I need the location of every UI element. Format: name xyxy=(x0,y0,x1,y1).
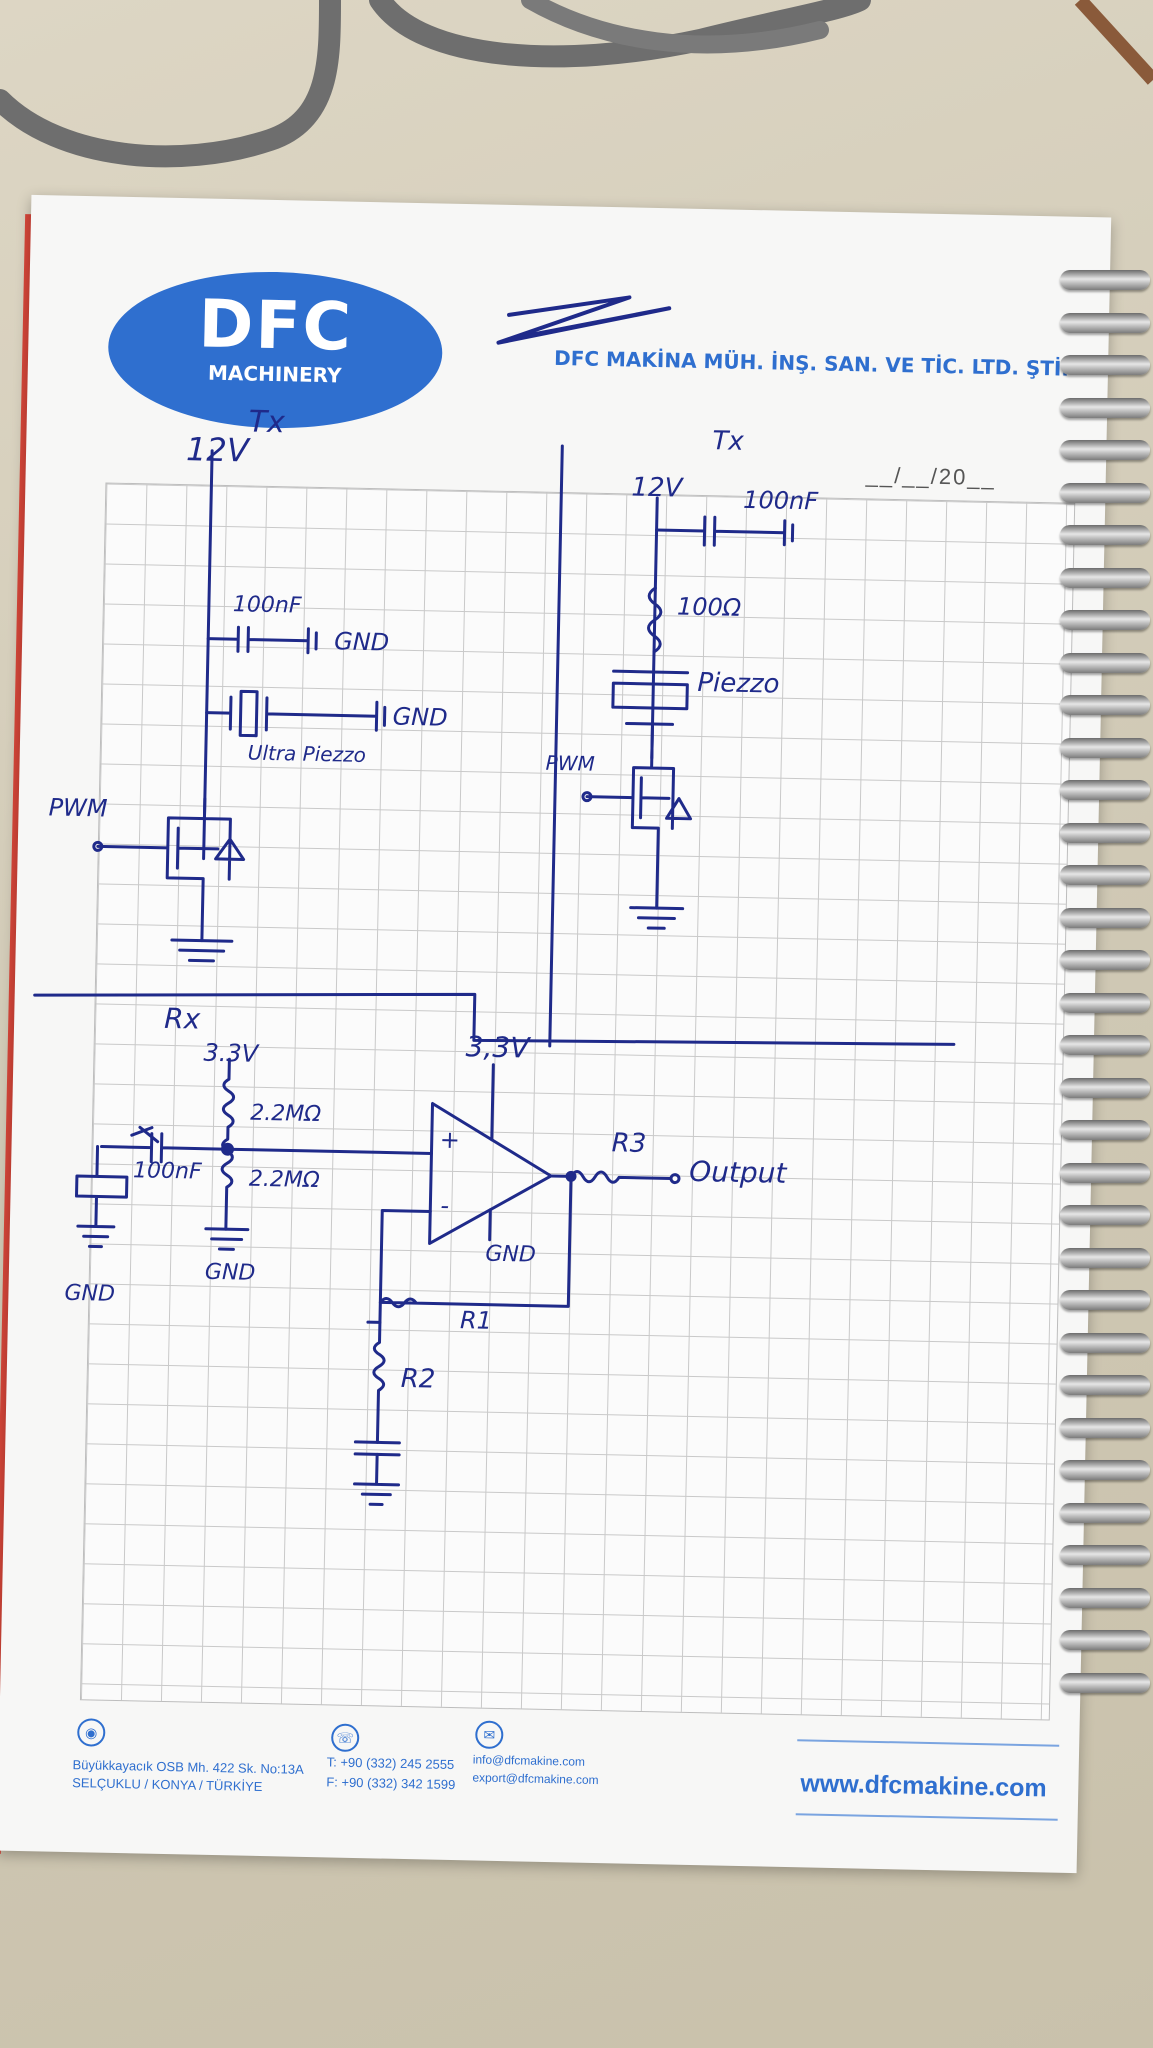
rx-gnd-piezo: GND xyxy=(64,1281,115,1307)
tx-right-res-label: 100Ω xyxy=(677,592,742,621)
email-info: info@dfcmakine.com xyxy=(472,1752,586,1769)
rx-r3-label: R3 xyxy=(611,1128,646,1159)
tx-left-supply: 12V xyxy=(186,430,252,469)
spiral-ring xyxy=(1060,822,1150,843)
rx-output-label: Output xyxy=(689,1155,788,1190)
tx-right-cap-label: 100nF xyxy=(743,486,820,516)
spiral-ring xyxy=(1060,907,1150,928)
spiral-ring xyxy=(1060,567,1150,588)
rx-opamp-supply: 3,3V xyxy=(465,1030,531,1064)
opamp-minus: - xyxy=(440,1192,449,1220)
mail-icon: ✉ xyxy=(475,1720,504,1750)
tx-left-gnd2: GND xyxy=(392,703,448,732)
spiral-ring xyxy=(1060,950,1150,970)
rx-r2-label: R2 xyxy=(400,1364,435,1395)
spiral-ring xyxy=(1060,1502,1150,1523)
email-export: export@dfcmakine.com xyxy=(472,1770,599,1788)
spiral-ring xyxy=(1060,1247,1150,1268)
page-footer: ◉ Büyükkayacık OSB Mh. 422 Sk. No:13A SE… xyxy=(67,1716,1060,1857)
tx-left-piezo-label: Ultra Piezzo xyxy=(248,741,367,767)
cable xyxy=(0,0,1153,168)
spiral-ring xyxy=(1060,737,1150,758)
tx-right-supply: 12V xyxy=(631,473,685,504)
spiral-ring xyxy=(1060,397,1150,418)
tx-right-piezo-label: Piezzo xyxy=(697,668,780,700)
rx-gnd-divider: GND xyxy=(205,1260,256,1286)
tx-left-cap-label: 100nF xyxy=(233,592,302,618)
spiral-ring xyxy=(1060,482,1150,503)
spiral-ring xyxy=(1060,355,1150,375)
spiral-ring xyxy=(1060,1417,1150,1438)
rx-title: Rx xyxy=(164,1002,201,1036)
phone-icon: ☏ xyxy=(330,1723,360,1753)
spiral-ring xyxy=(1060,1035,1150,1055)
tx-left-gnd1: GND xyxy=(334,627,390,656)
spiral-ring xyxy=(1060,1290,1150,1310)
spiral-ring xyxy=(1060,1077,1150,1098)
spiral-ring xyxy=(1060,780,1150,800)
rx-cap-label: 100nF xyxy=(133,1158,202,1184)
spiral-ring xyxy=(1060,312,1150,333)
rx-r1-label: R1 xyxy=(460,1306,493,1335)
phone-t: T: +90 (332) 245 2555 xyxy=(326,1754,455,1773)
spiral-ring xyxy=(1060,440,1150,460)
tx-right-pwm: PWM xyxy=(545,751,595,776)
spiral-ring xyxy=(1060,270,1150,290)
spiral-ring xyxy=(1060,1332,1150,1353)
spiral-ring xyxy=(1060,1162,1150,1183)
spiral-ring xyxy=(1060,1587,1150,1608)
website-rule-top xyxy=(797,1739,1060,1747)
spiral-ring xyxy=(1060,610,1150,630)
tx-left-pwm: PWM xyxy=(48,793,108,822)
rx-r-bottom-label: 2.2MΩ xyxy=(249,1167,320,1193)
map-pin-icon: ◉ xyxy=(76,1718,106,1747)
spiral-ring xyxy=(1060,1460,1150,1480)
website-link: www.dfcmakine.com xyxy=(800,1769,1047,1803)
tx-left-title: Tx xyxy=(248,404,285,440)
opamp-plus: + xyxy=(439,1126,460,1154)
address-line-2: SELÇUKLU / KONYA / TÜRKİYE xyxy=(72,1775,263,1795)
schematic-drawing: Tx 12V 100nF GND GND Ultra Piezzo PWM Tx… xyxy=(33,295,956,1507)
rx-gnd-opamp: GND xyxy=(485,1242,536,1268)
notebook-page: DFC MACHINERY DFC MAKİNA MÜH. İNŞ. SAN. … xyxy=(0,194,1112,1874)
spiral-ring xyxy=(1060,525,1150,545)
spiral-ring xyxy=(1060,695,1150,715)
spiral-ring xyxy=(1060,1630,1150,1650)
rx-r-top-label: 2.2MΩ xyxy=(250,1101,321,1127)
tx-right-title: Tx xyxy=(712,426,745,457)
spiral-ring xyxy=(1060,992,1150,1013)
spiral-binding xyxy=(1060,270,1153,1710)
rx-bias-supply: 3.3V xyxy=(203,1039,260,1068)
spiral-ring xyxy=(1060,1375,1150,1395)
spiral-ring xyxy=(1060,1672,1150,1693)
spiral-ring xyxy=(1060,865,1150,885)
spiral-ring xyxy=(1060,652,1150,673)
spiral-ring xyxy=(1060,1205,1150,1225)
spiral-ring xyxy=(1060,1545,1150,1565)
website-rule-bottom xyxy=(795,1813,1058,1821)
phone-f: F: +90 (332) 342 1599 xyxy=(326,1774,456,1793)
spiral-ring xyxy=(1060,1120,1150,1140)
